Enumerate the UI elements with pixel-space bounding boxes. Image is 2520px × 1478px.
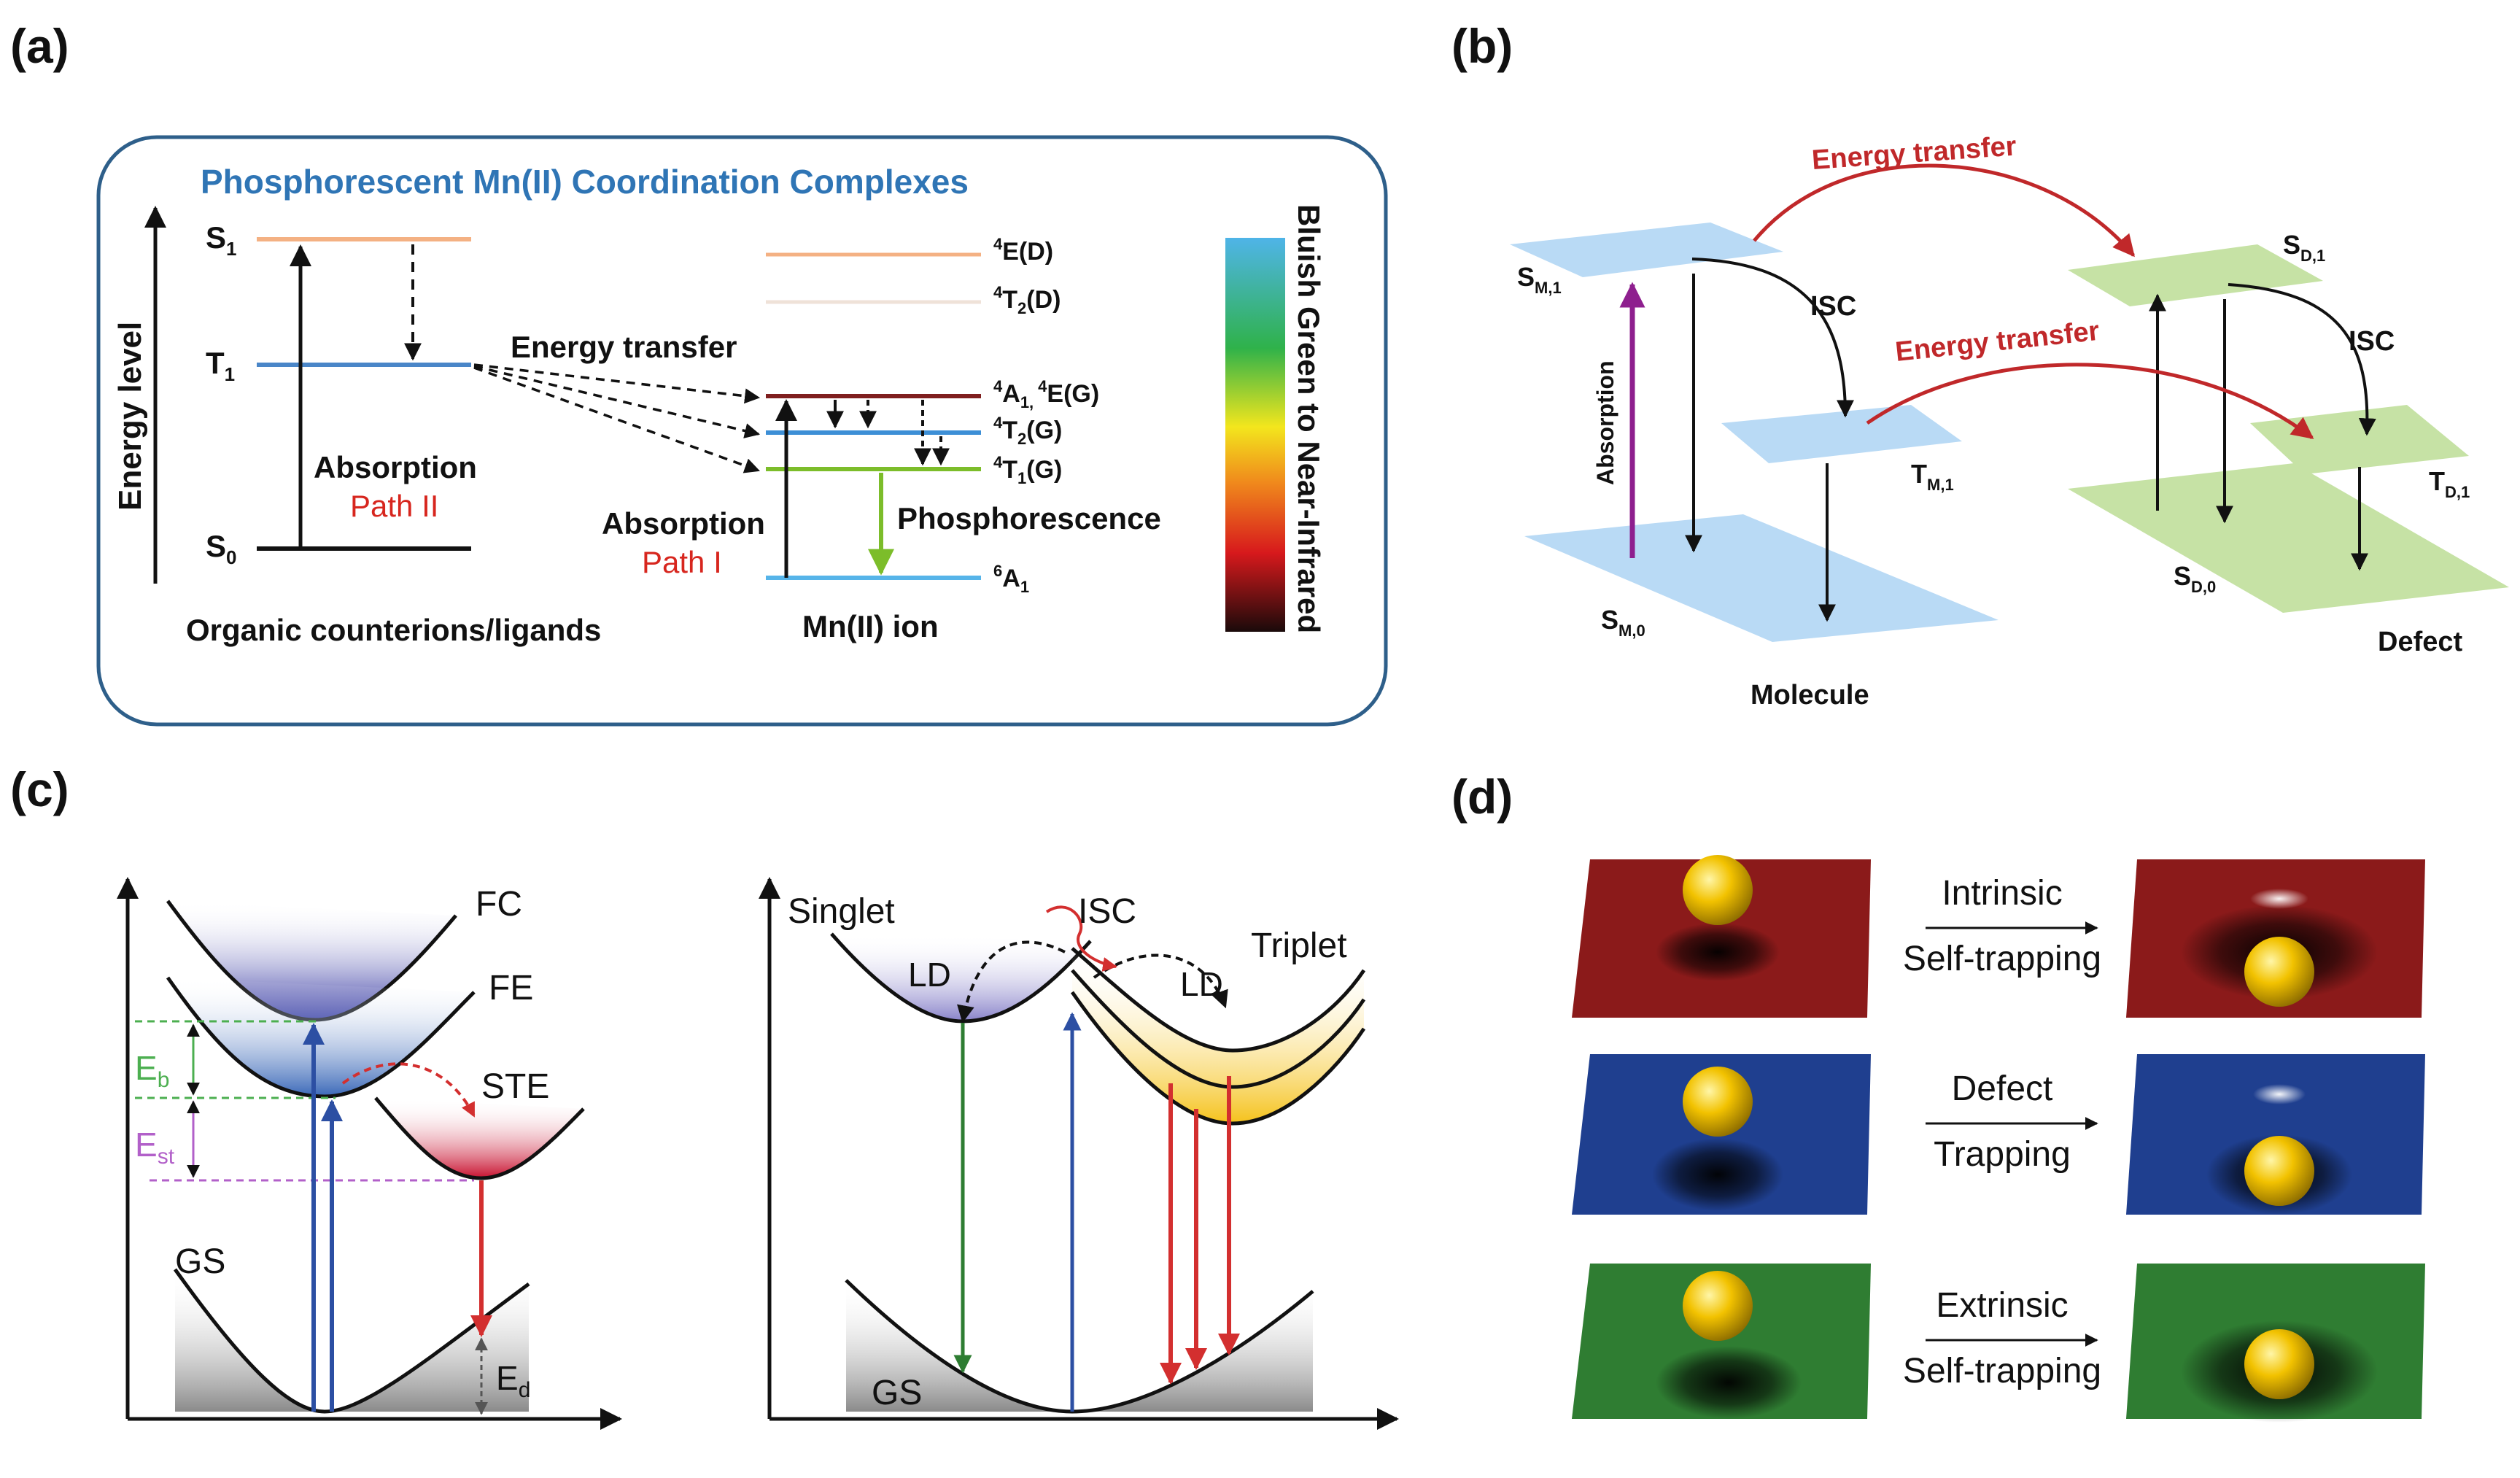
est-label: Est — [135, 1126, 175, 1169]
plane-s-m0 — [1524, 514, 1998, 642]
label-s-m0: SM,0 — [1601, 605, 1645, 640]
fc-label: FC — [476, 885, 522, 924]
row-1-line2: Self-trapping — [1903, 940, 2101, 978]
label-4e-d: 4E(D) — [993, 235, 1053, 266]
isc-right-label: ISC — [2349, 326, 2395, 357]
ed-label: Ed — [496, 1359, 530, 1402]
color-bar-label: Bluish Green to Near-Infrared — [1292, 204, 1326, 633]
plane-t-d1 — [2250, 405, 2469, 474]
eb-label: Eb — [135, 1049, 169, 1092]
et-dash-2 — [473, 365, 761, 438]
row-1-before — [1572, 855, 1871, 1018]
row-1-after — [2126, 859, 2425, 1018]
panel-c-right: Singlet ISC Triplet LD LD GS — [759, 877, 1399, 1430]
label-4t2-d: 4T2(D) — [993, 283, 1061, 317]
left-caption: Organic counterions/ligands — [186, 613, 601, 647]
singlet-label: Singlet — [788, 892, 895, 931]
energy-transfer-top-label: Energy transfer — [1811, 131, 2017, 176]
defect-label: Defect — [2378, 627, 2462, 657]
fe-label: FE — [489, 969, 533, 1007]
absorption-left-label: Absorption — [314, 450, 477, 484]
gs-well-left — [175, 1269, 529, 1412]
isc-squiggle — [1045, 905, 1117, 972]
plane-s-d1 — [2068, 244, 2323, 306]
absorption-right-label: Absorption — [602, 506, 765, 541]
gs-well-right — [846, 1280, 1313, 1412]
label-s-d0: SD,0 — [2174, 561, 2216, 596]
energy-transfer-label-a: Energy transfer — [511, 330, 737, 364]
label-t-m1: TM,1 — [1911, 459, 1954, 494]
isc-arrow-left — [1691, 258, 1854, 418]
row-2-after — [2126, 1054, 2425, 1215]
label-6a1: 6A1 — [993, 562, 1029, 596]
label-4t2-g: 4T2(G) — [993, 414, 1062, 448]
row-2-line2: Trapping — [1934, 1135, 2071, 1174]
plane-s-d0 — [2068, 463, 2509, 613]
row-3-line2: Self-trapping — [1903, 1352, 2101, 1390]
ste-curve — [374, 1096, 585, 1180]
panel-a-frame — [96, 135, 1388, 727]
ste-well — [376, 1098, 584, 1178]
triplet-curve-2 — [1071, 969, 1366, 1089]
triplet-well — [1072, 948, 1364, 1123]
ld-left-dashed — [957, 940, 1066, 1024]
row-3-before — [1572, 1264, 1871, 1419]
gs-curve-left — [173, 1268, 530, 1414]
panel-label-d: (d) — [1451, 770, 1513, 824]
gs-right-label: GS — [872, 1374, 922, 1412]
panel-label-c: (c) — [10, 762, 69, 816]
panel-a-title: Phosphorescent Mn(II) Coordination Compl… — [201, 163, 969, 201]
energy-axis-label: Energy level — [112, 322, 148, 511]
energy-transfer-mid-arrow — [1866, 363, 2314, 439]
panel-label-a: (a) — [10, 19, 69, 73]
label-s0: S0 — [206, 529, 236, 568]
color-bar — [1225, 238, 1285, 632]
energy-transfer-mid-label: Energy transfer — [1894, 316, 2101, 368]
row-2-line1: Defect — [1952, 1069, 2053, 1108]
right-caption: Mn(II) ion — [802, 609, 939, 643]
triplet-curve-3 — [1070, 991, 1366, 1126]
isc-left-label: ISC — [1810, 291, 1856, 322]
panel-b: Absorption Energy transfer Energy transf… — [1510, 131, 2509, 711]
plane-s-m1 — [1510, 223, 1783, 277]
plane-t-m1 — [1721, 405, 1962, 463]
et-dash-3 — [473, 366, 760, 473]
row-2-before — [1572, 1054, 1871, 1215]
et-dash-1 — [473, 363, 761, 404]
triplet-label: Triplet — [1251, 926, 1347, 965]
row-3-after — [2126, 1264, 2425, 1423]
isc-arrow-right — [2228, 283, 2376, 436]
absorption-label-b: Absorption — [1592, 360, 1618, 485]
phosphorescence-label: Phosphorescence — [897, 501, 1161, 535]
row-1-line1: Intrinsic — [1942, 874, 2062, 913]
gs-left-label: GS — [175, 1242, 225, 1281]
label-s-m1: SM,1 — [1517, 262, 1562, 297]
ste-label: STE — [481, 1067, 549, 1106]
ld-right-dashed — [1093, 953, 1228, 1009]
fe-curve — [166, 976, 476, 1099]
label-4a1-4e-g: 4A1,4E(G) — [993, 377, 1099, 411]
fe-to-ste-arrow — [341, 1062, 476, 1118]
isc-label-c: ISC — [1078, 892, 1136, 931]
label-t-d1: TD,1 — [2429, 466, 2470, 501]
label-4t1-g: 4T1(G) — [993, 453, 1062, 487]
panel-c-left: FC FE STE GS Eb Est Ed — [117, 877, 622, 1430]
label-s1: S1 — [206, 220, 236, 260]
panel-a: Phosphorescent Mn(II) Coordination Compl… — [96, 135, 1388, 727]
triplet-curve-1 — [1071, 947, 1366, 1053]
molecule-label: Molecule — [1751, 680, 1869, 711]
path-i-label: Path I — [642, 545, 722, 579]
label-t1: T1 — [206, 346, 235, 385]
ld-right-label: LD — [1180, 965, 1223, 1003]
panel-d: Intrinsic Self-trapping Defect Trapping — [1572, 855, 2425, 1423]
fc-well — [168, 901, 456, 1020]
panel-label-b: (b) — [1451, 19, 1513, 73]
ld-left-label: LD — [908, 956, 951, 994]
label-s-d1: SD,1 — [2283, 230, 2325, 265]
row-3-line1: Extrinsic — [1936, 1286, 2068, 1325]
path-ii-label: Path II — [350, 489, 438, 523]
energy-transfer-top-arrow — [1753, 163, 2135, 258]
